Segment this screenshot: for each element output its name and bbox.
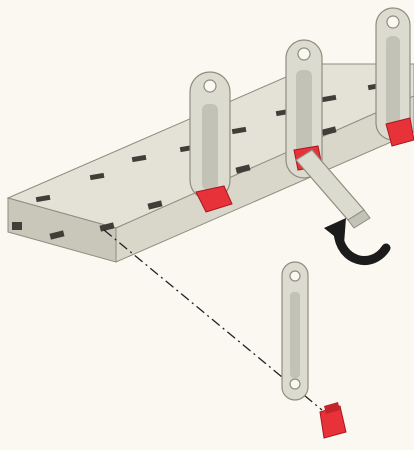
lever-mounted-1 — [190, 72, 232, 212]
lever-hole — [290, 271, 300, 281]
lever-inset — [290, 292, 300, 378]
lever-inset — [202, 104, 218, 190]
lever-loose — [282, 262, 308, 400]
lever-hole — [298, 48, 310, 60]
clip-red-loose — [320, 402, 346, 438]
lever-hole — [387, 16, 399, 28]
arrow-arc — [338, 232, 386, 261]
lever-hole — [204, 80, 216, 92]
lever-hole-bottom — [290, 379, 300, 389]
rail-end-slot — [12, 222, 22, 230]
lever-mounted-3 — [376, 8, 414, 146]
lever-inset — [386, 36, 400, 126]
